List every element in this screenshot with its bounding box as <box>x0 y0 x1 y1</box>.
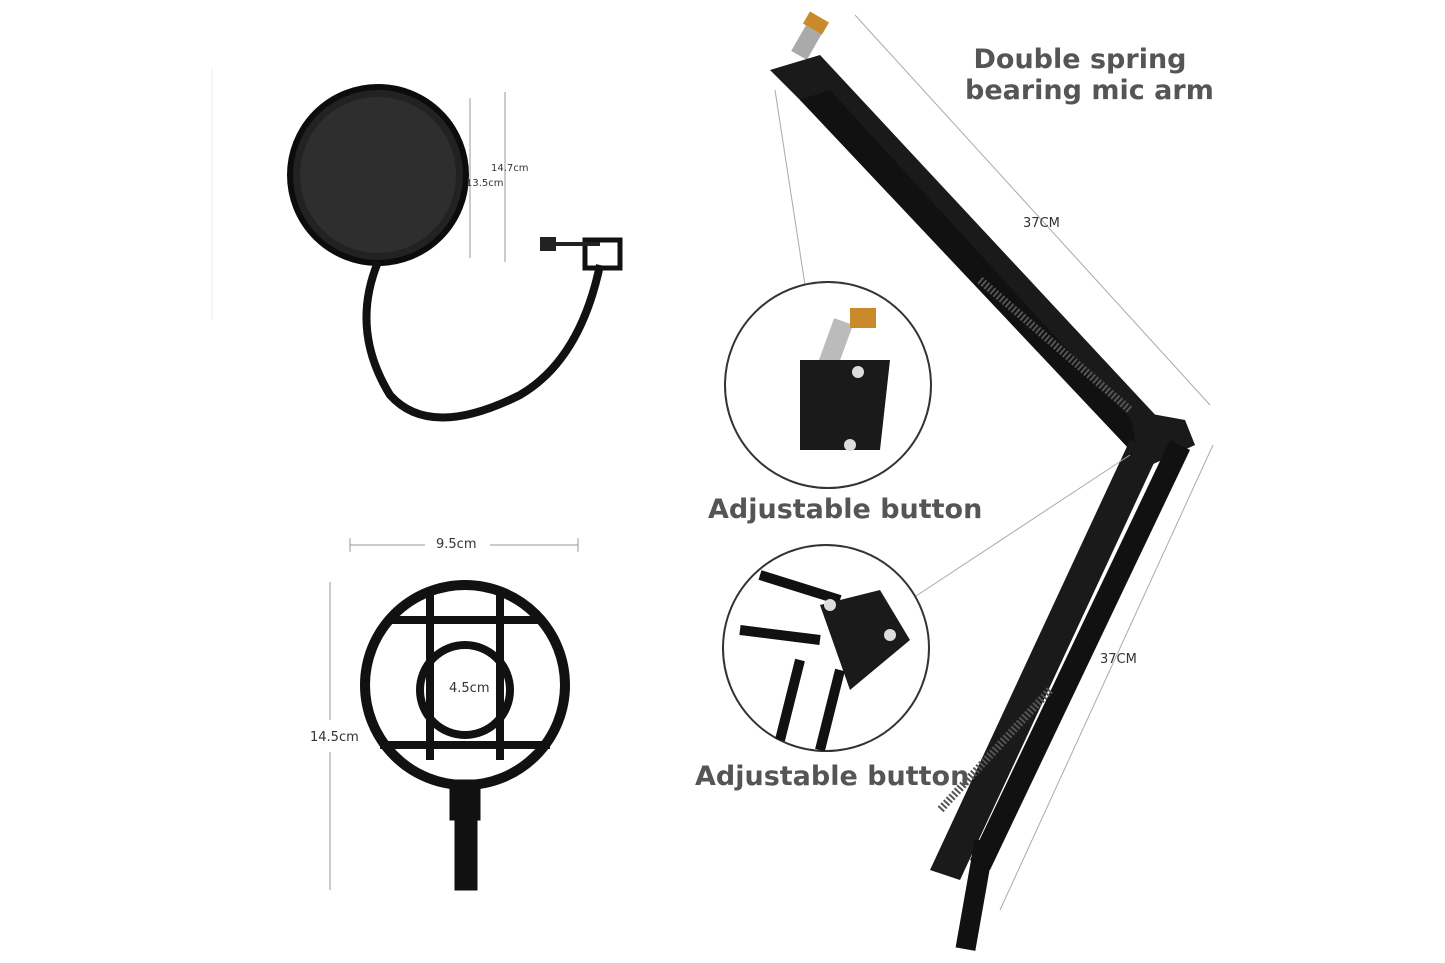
product-title: Double spring bearing mic arm <box>965 44 1214 106</box>
shock-mount <box>360 580 570 891</box>
callout-label-top: Adjustable button <box>708 494 983 525</box>
title-line-2: bearing mic arm <box>965 75 1214 106</box>
shock-mount-width: 9.5cm <box>436 537 477 552</box>
callout-label-bottom: Adjustable button <box>695 761 970 792</box>
shock-mount-inner: 4.5cm <box>449 681 490 696</box>
shock-mount-height: 14.5cm <box>310 730 359 745</box>
callout-bottom <box>722 544 930 752</box>
shock-mount-dimension-lines <box>329 538 579 890</box>
arm-dimension-lines <box>774 14 1214 911</box>
arm-lower-length: 37CM <box>1100 652 1137 667</box>
mic-arm <box>770 11 1195 951</box>
pop-filter-dimension-lines <box>211 68 506 320</box>
callout-top <box>724 281 932 489</box>
pop-filter-inner-size: 13.5cm <box>466 178 504 189</box>
pop-filter-outer-size: 14.7cm <box>491 163 529 174</box>
pop-filter <box>287 84 623 422</box>
title-line-1: Double spring <box>973 44 1187 75</box>
arm-upper-length: 37CM <box>1023 216 1060 231</box>
